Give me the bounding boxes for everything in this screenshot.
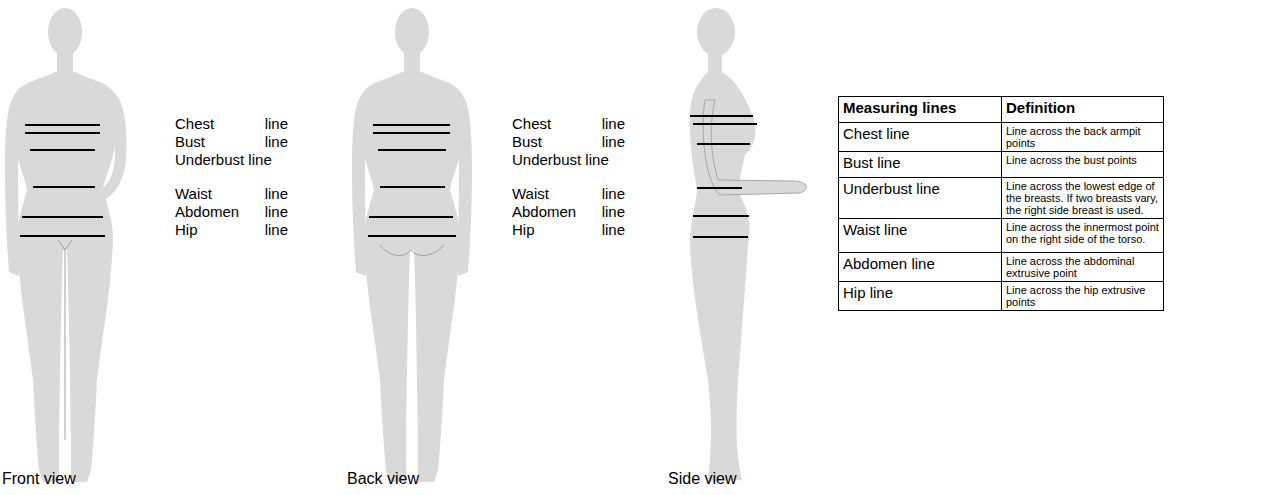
measuring-line-label: Hip line bbox=[175, 221, 288, 239]
table-cell-box: Underbust line bbox=[839, 178, 1002, 219]
table-cell-box: Line across the bust points bbox=[1002, 152, 1164, 178]
back-silhouette bbox=[352, 8, 472, 482]
measuring-line-label: Chest line bbox=[175, 115, 288, 133]
measure-line bbox=[693, 123, 757, 125]
table-cell-box: Line across the lowest edge of the breas… bbox=[1002, 178, 1164, 219]
measuring-line-label: Bust line bbox=[175, 133, 288, 151]
table-cell-box: Line across the abdominal extrusive poin… bbox=[1002, 253, 1164, 282]
table-cell: Waist line bbox=[843, 221, 997, 239]
measuring-line-label: Underbust line bbox=[512, 151, 609, 169]
body-shape bbox=[352, 8, 464, 482]
measure-line bbox=[369, 216, 453, 218]
measure-line bbox=[20, 235, 105, 237]
table-header: Definition bbox=[1006, 99, 1159, 117]
measure-line bbox=[368, 235, 456, 237]
measuring-line-label: Abdomen line bbox=[175, 203, 288, 221]
measure-line bbox=[22, 216, 103, 218]
table-cell-box: Measuring lines bbox=[839, 97, 1002, 123]
measuring-line-label: Hip line bbox=[512, 221, 625, 239]
measuring-line-label: Abdomen line bbox=[512, 203, 625, 221]
bent-arm bbox=[100, 92, 127, 200]
measuring-line-label: Bust line bbox=[512, 133, 625, 151]
table-cell: Line across the hip extrusive points bbox=[1006, 284, 1159, 308]
measuring-line-label: Underbust line bbox=[175, 151, 272, 169]
measure-line bbox=[30, 149, 95, 151]
table-cell: Line across the abdominal extrusive poin… bbox=[1006, 255, 1159, 279]
table-cell-box: Waist line bbox=[839, 219, 1002, 253]
table-cell-box: Line across the innermost point on the r… bbox=[1002, 219, 1164, 253]
arm bbox=[703, 100, 806, 195]
view-caption: Front view bbox=[2, 470, 76, 488]
table-cell: Hip line bbox=[843, 284, 997, 302]
table-cell-box: Definition bbox=[1002, 97, 1164, 123]
table-cell: Line across the innermost point on the r… bbox=[1006, 221, 1159, 245]
body-contour bbox=[58, 240, 72, 440]
table-cell: Line across the bust points bbox=[1006, 154, 1159, 166]
measure-line bbox=[373, 132, 450, 134]
body-shape bbox=[5, 8, 117, 482]
table-cell-box: Bust line bbox=[839, 152, 1002, 178]
table-cell-box: Line across the back armpit points bbox=[1002, 123, 1164, 152]
measure-line bbox=[697, 143, 750, 145]
measure-line bbox=[378, 149, 446, 151]
table-cell-box: Abdomen line bbox=[839, 253, 1002, 282]
measuring-lines bbox=[20, 116, 757, 237]
table-cell-box: Chest line bbox=[839, 123, 1002, 152]
measure-line bbox=[373, 124, 450, 126]
table-cell: Chest line bbox=[843, 125, 997, 143]
body-contour bbox=[380, 245, 444, 255]
head bbox=[697, 8, 735, 56]
view-caption: Side view bbox=[668, 470, 736, 488]
measuring-line-label: Waist line bbox=[512, 185, 625, 203]
table-cell: Underbust line bbox=[843, 180, 997, 198]
measuring-line-label: Waist line bbox=[175, 185, 288, 203]
measuring-line-label: Chest line bbox=[512, 115, 625, 133]
arm bbox=[458, 92, 472, 276]
table-cell-box: Hip line bbox=[839, 282, 1002, 311]
measure-line bbox=[693, 215, 749, 217]
definition-table: Measuring linesDefinitionChest lineLine … bbox=[838, 96, 1164, 311]
measure-line bbox=[380, 186, 445, 188]
measure-line bbox=[693, 236, 748, 238]
table-cell: Abdomen line bbox=[843, 255, 997, 273]
view-caption: Back view bbox=[347, 470, 419, 488]
measure-line bbox=[25, 124, 100, 126]
front-silhouette bbox=[5, 8, 127, 482]
table-header: Measuring lines bbox=[843, 99, 997, 117]
table-cell: Line across the lowest edge of the breas… bbox=[1006, 180, 1159, 216]
measure-line bbox=[690, 115, 753, 117]
measure-line bbox=[697, 187, 742, 189]
body-shape bbox=[690, 52, 756, 482]
table-cell-box: Line across the hip extrusive points bbox=[1002, 282, 1164, 311]
measure-line bbox=[33, 186, 95, 188]
side-silhouette bbox=[690, 8, 807, 482]
table-cell: Line across the back armpit points bbox=[1006, 125, 1159, 149]
measure-line bbox=[25, 132, 100, 134]
table-cell: Bust line bbox=[843, 154, 997, 172]
